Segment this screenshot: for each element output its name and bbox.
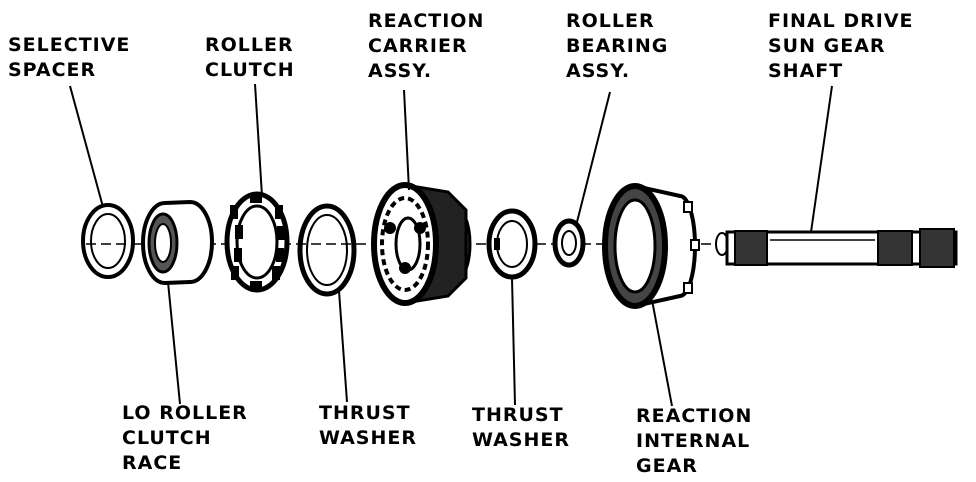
reaction-internal-gear-part — [602, 183, 700, 309]
leader-lines — [69, 83, 833, 407]
label-final-drive-shaft: FINAL DRIVE SUN GEAR SHAFT — [768, 10, 914, 82]
leader-thrust-washer-1 — [338, 290, 348, 403]
leader-selective-spacer — [69, 85, 104, 208]
leader-roller-clutch — [254, 83, 263, 197]
leader-roller-bearing — [576, 91, 611, 223]
reaction-carrier-part — [371, 182, 472, 306]
thrust-washer-1-part — [297, 203, 357, 297]
label-lo-roller-clutch-race: LO ROLLER CLUTCH RACE — [122, 402, 248, 474]
label-selective-spacer: SELECTIVE SPACER — [8, 34, 131, 81]
selective-spacer-part — [81, 203, 135, 279]
label-roller-bearing: ROLLER BEARING ASSY. — [566, 10, 669, 82]
label-thrust-washer-2: THRUST WASHER — [472, 404, 571, 451]
leader-reaction-internal-gear — [651, 299, 673, 407]
lo-roller-clutch-race-part — [141, 199, 214, 285]
label-thrust-washer-1: THRUST WASHER — [319, 402, 418, 449]
label-roller-clutch: ROLLER CLUTCH — [205, 34, 295, 81]
label-reaction-carrier: REACTION CARRIER ASSY. — [368, 10, 485, 82]
sun-gear-shaft-part — [715, 228, 958, 268]
label-reaction-internal-gear: REACTION INTERNAL GEAR — [636, 405, 753, 477]
leader-lo-roller-race — [167, 281, 181, 405]
leader-final-drive-shaft — [810, 85, 833, 233]
thrust-washer-2-part — [486, 208, 538, 280]
roller-clutch-part — [224, 191, 290, 293]
roller-bearing-part — [552, 218, 586, 268]
leader-thrust-washer-2 — [511, 277, 516, 406]
leader-reaction-carrier — [403, 89, 410, 191]
